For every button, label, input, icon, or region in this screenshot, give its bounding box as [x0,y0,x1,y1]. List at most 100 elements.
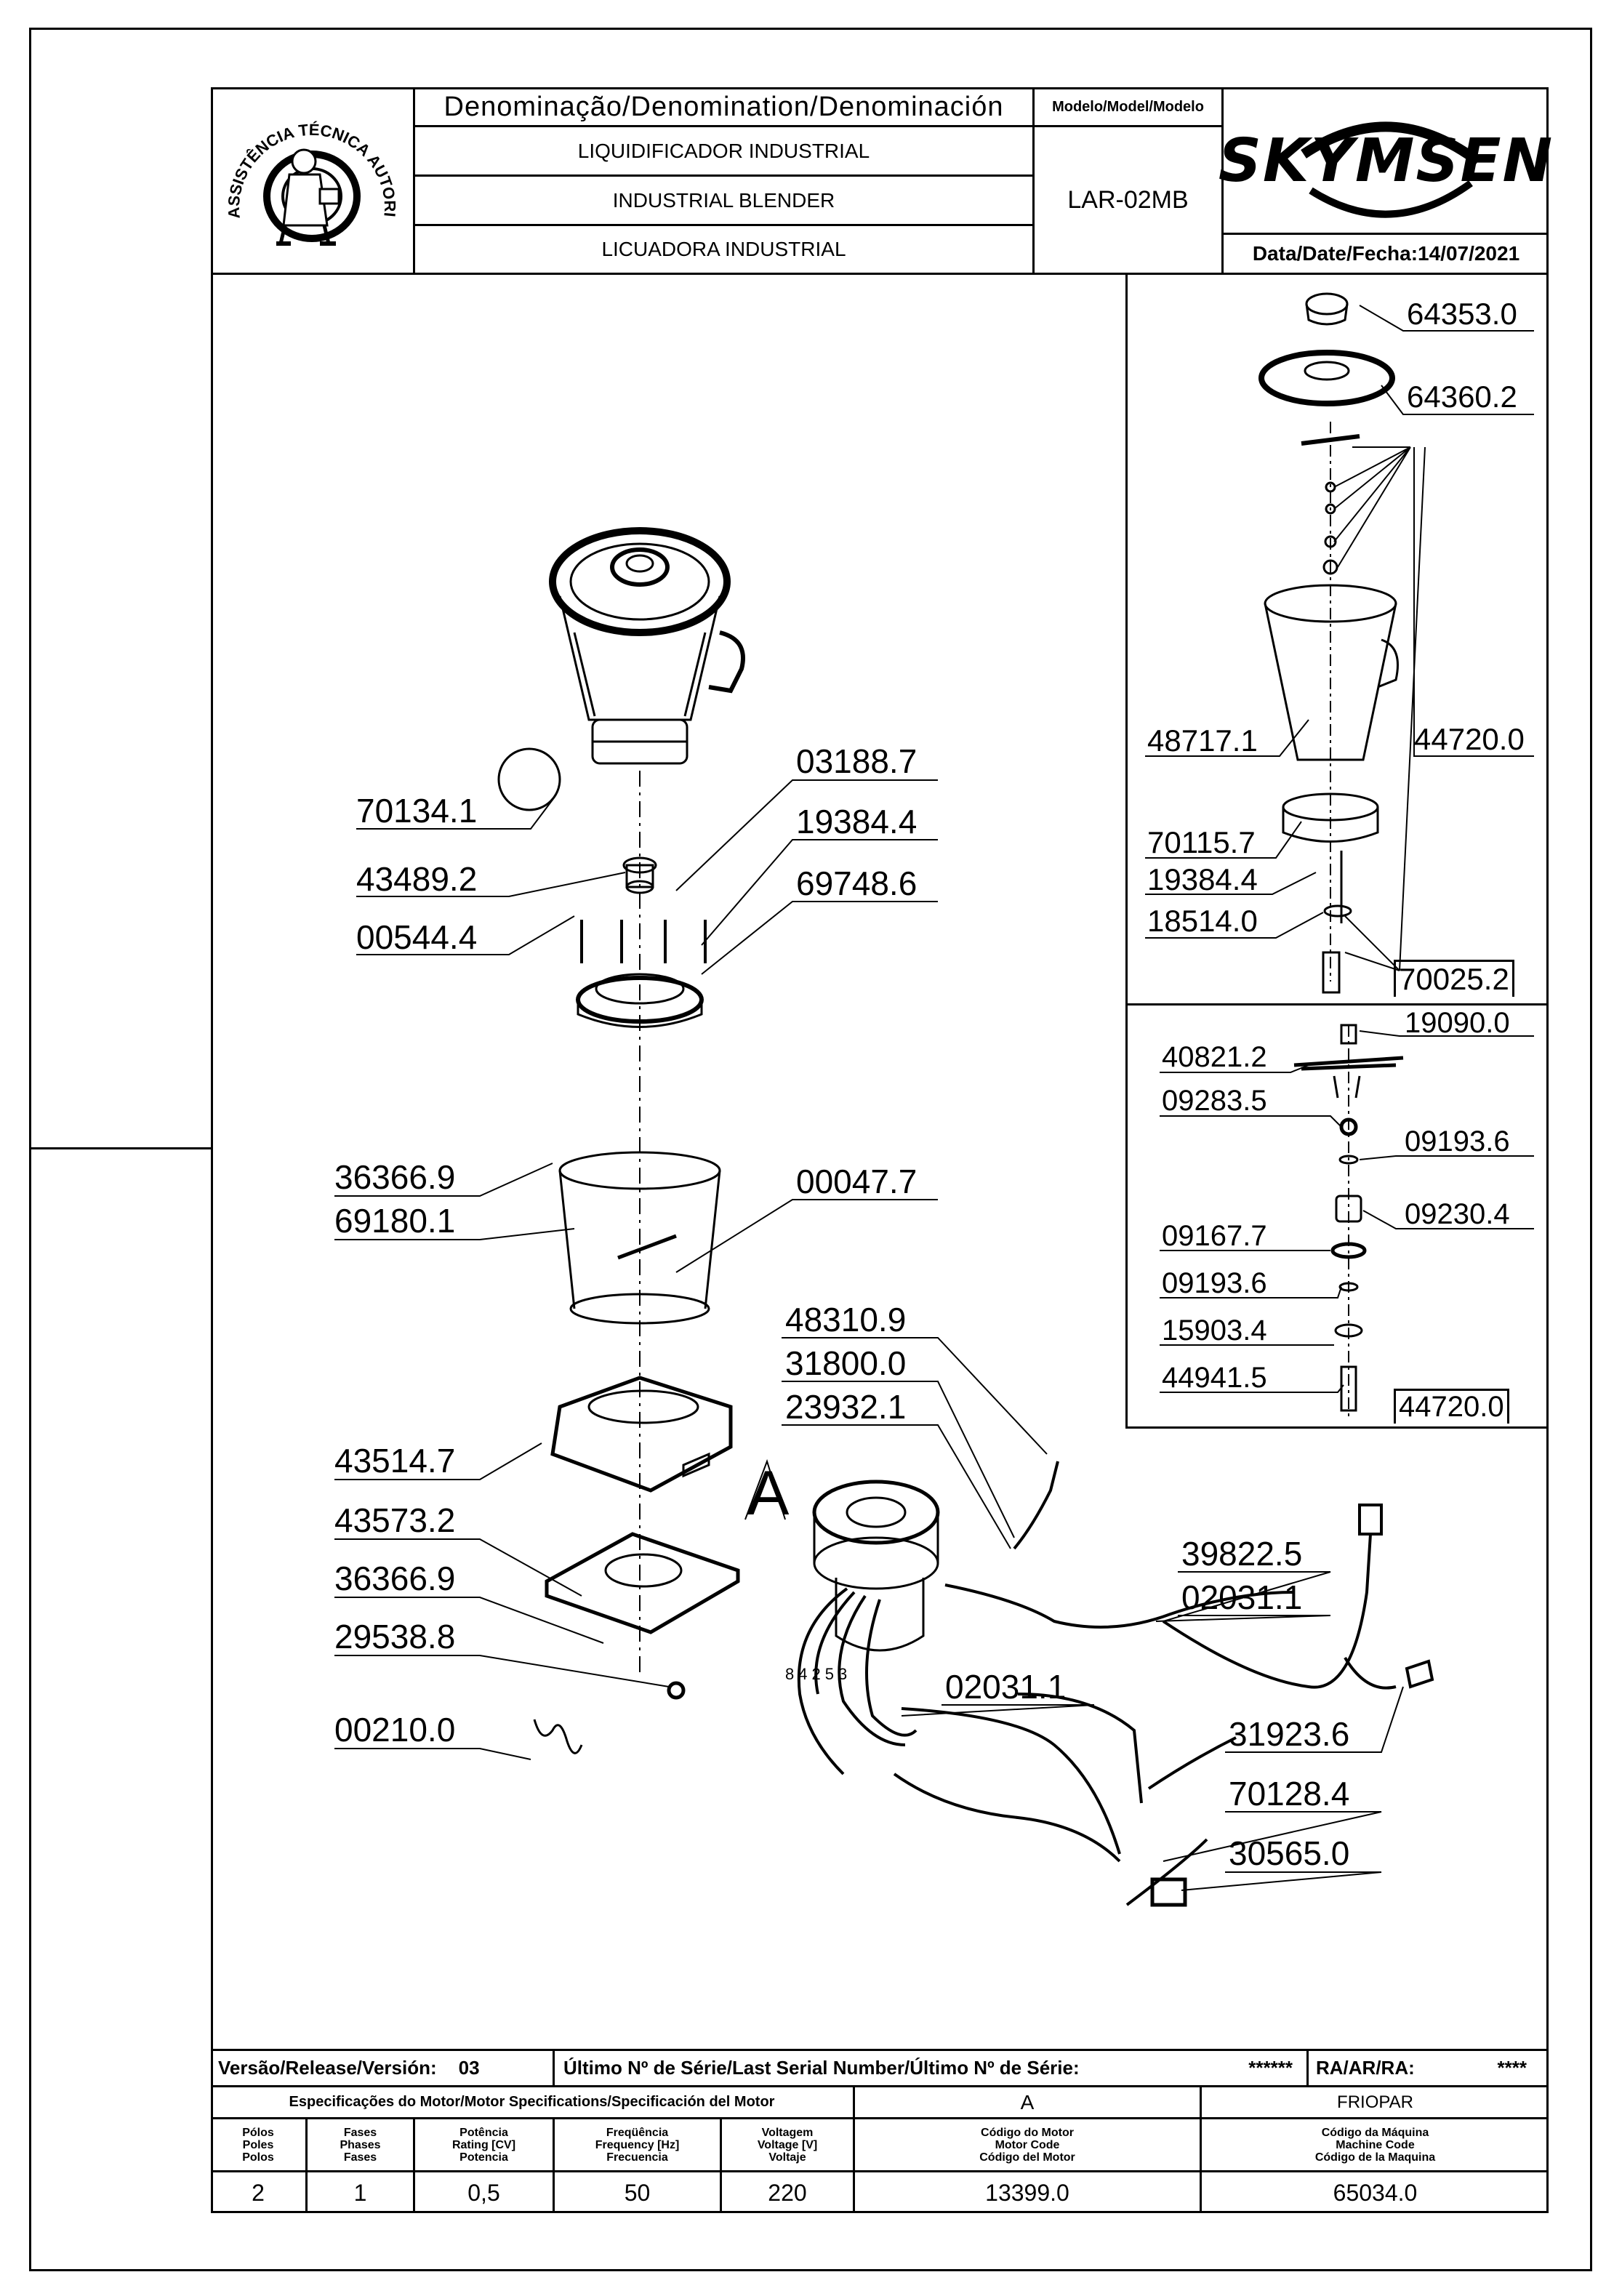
date-field: Data/Date/Fecha:14/07/2021 [1224,235,1549,273]
date-label: Data/Date/Fecha: [1252,242,1418,265]
part-label: 00047.7 [796,1163,918,1200]
part-label: 02031.1 [945,1668,1067,1706]
model-value: LAR-02MB [1067,185,1189,214]
motor-housing-cylinder [558,1151,721,1325]
part-label: 29538.8 [334,1618,456,1655]
denomination-label: Denominação/Denomination/Denominación [443,91,1004,122]
header-line: Potencia [459,2151,508,2164]
header-line: Voltage [V] [757,2138,818,2151]
val-motor-code: 13399.0 [985,2179,1069,2206]
base-housing [550,1376,733,1493]
part-label: 36366.9 [334,1158,456,1196]
motor-group: A [1020,2090,1035,2114]
serial-label: Último Nº de Série/Last Serial Number/Úl… [563,2056,1080,2079]
brand-name: SKYMSEN [1218,126,1554,196]
part-label: 70134.1 [356,792,478,830]
detail-bottom-drawing [1293,1024,1404,1418]
model-label: Modelo/Model/Modelo [1052,98,1204,115]
part-label: 09193.6 [1405,1125,1510,1157]
manufacturer: FRIOPAR [1337,2092,1413,2112]
val-power: 0,5 [467,2179,500,2206]
motor-assembly [812,1480,940,1652]
brand-logo: SKYMSEN [1218,89,1552,233]
title-row-line-1 [413,125,1224,127]
title-row-line-3 [413,224,1035,226]
header-line: Motor Code [995,2138,1060,2151]
part-label: 43489.2 [356,860,478,898]
title-divider-2 [1032,87,1035,275]
footer-divider [553,2049,555,2085]
wire-numbers: 84253 [785,1665,851,1684]
header-line: Phases [340,2138,381,2151]
part-label: 19384.4 [1147,862,1258,896]
date-value: 14/07/2021 [1418,242,1520,265]
header-line: Código del Motor [979,2151,1075,2164]
wire-number: 3 [838,1665,852,1683]
part-label: 64353.0 [1407,297,1517,331]
header-line: Rating [CV] [451,2138,516,2151]
footer-divider [1306,2049,1309,2085]
product-name-pt: LIQUIDIFICADOR INDUSTRIAL [577,139,870,162]
header-line: Voltaje [768,2151,806,2164]
part-label-boxed: 70025.2 [1394,960,1514,997]
header-line: Pólos [242,2126,274,2139]
part-label: 70128.4 [1229,1775,1350,1813]
part-label: 09283.5 [1162,1085,1267,1117]
footer-divider [553,2117,555,2213]
header-line: Poles [242,2138,274,2151]
header-line: Fases [343,2126,377,2139]
part-label: 19090.0 [1405,1007,1510,1039]
part-label: 69180.1 [334,1202,456,1240]
part-label: 19384.4 [796,803,918,840]
blender-jar [549,527,745,765]
footer-divider [305,2117,308,2213]
part-label: 03188.7 [796,742,918,780]
coupling-nut [622,856,657,894]
footer-line-2 [211,2085,1549,2087]
title-divider-3 [1221,87,1224,275]
part-label: 00544.4 [356,918,478,956]
val-voltage: 220 [768,2179,807,2206]
footer-top-line [211,2049,1549,2051]
header-line: Machine Code [1336,2138,1415,2151]
part-label: 44720.0 [1414,722,1525,756]
val-phases: 1 [353,2179,367,2206]
header-line: Potência [459,2126,508,2139]
title-block-bottom-line [211,273,1549,275]
part-label: 09230.4 [1405,1198,1510,1230]
authorized-service-seal: ASSISTÊNCIA TÉCNICA AUTORIZADA [218,95,399,246]
header-line: Frequency [Hz] [595,2138,680,2151]
wire-number: 8 [785,1665,799,1683]
part-label: 43514.7 [334,1442,456,1480]
brand-swoosh-icon [1301,121,1482,218]
part-label: 64360.2 [1407,380,1517,414]
detail-panels-frame [1125,273,1549,1429]
part-label: 43573.2 [334,1501,456,1539]
part-label: 48717.1 [1147,723,1258,758]
page-border [29,28,1592,2271]
header-line: Código do Motor [981,2126,1074,2139]
title-divider-1 [413,87,415,275]
part-label: 44941.5 [1162,1362,1267,1394]
part-label: 30565.0 [1229,1834,1350,1872]
part-label: 23932.1 [785,1388,907,1426]
part-label: 02031.1 [1181,1578,1303,1616]
leader-lines-top-panel [1145,305,1534,971]
header-line: Fases [343,2151,377,2164]
header-line: Código da Máquina [1321,2126,1429,2139]
part-label: 09193.6 [1162,1267,1267,1299]
title-row-line-4 [1221,233,1549,235]
product-name-en: INDUSTRIAL BLENDER [612,188,835,212]
footer-divider [413,2117,415,2213]
header-line: Voltagem [761,2126,814,2139]
serial-value: ****** [1248,2056,1293,2079]
header-line: Código de la Maquina [1314,2151,1436,2164]
margin-mark [29,1147,211,1149]
bottom-plate [545,1532,740,1700]
section-marker: A [747,1458,790,1528]
title-row-line-2 [413,174,1035,177]
part-label: 39822.5 [1181,1535,1303,1573]
